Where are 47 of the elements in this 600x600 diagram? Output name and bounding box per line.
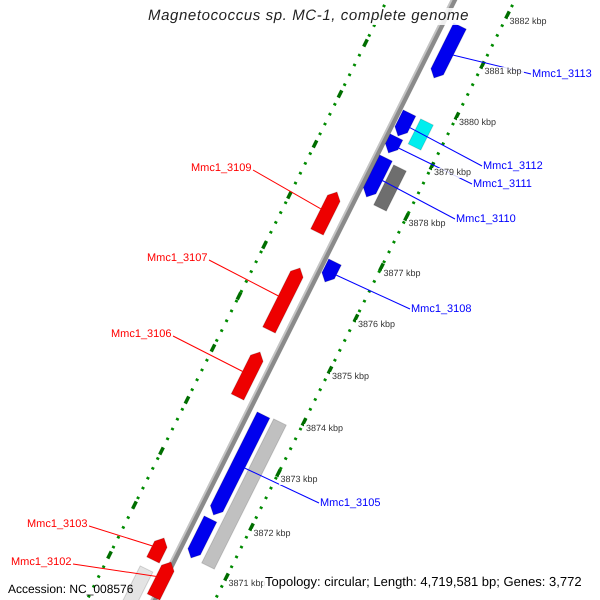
gene-feature bbox=[187, 515, 218, 559]
scale-label: 3877 kbp bbox=[382, 269, 423, 279]
leader-line bbox=[172, 336, 243, 372]
gene-label: Mmc1_3113 bbox=[532, 68, 592, 80]
gene-label: Mmc1_3111 bbox=[473, 178, 532, 190]
leader-line bbox=[336, 274, 410, 310]
gene-label: Mmc1_3112 bbox=[483, 160, 543, 172]
gene-feature bbox=[146, 561, 175, 600]
gene-feature bbox=[262, 267, 304, 334]
leader-line bbox=[88, 526, 153, 546]
leader-line bbox=[72, 564, 156, 577]
gene-feature bbox=[146, 537, 168, 564]
gene-label: Mmc1_3108 bbox=[411, 303, 472, 316]
gene-feature bbox=[210, 411, 270, 516]
gene-feature bbox=[321, 258, 342, 283]
scale-label: 3880 kbp bbox=[457, 118, 498, 128]
scale-label: 3881 kbp bbox=[482, 67, 524, 77]
leader-line bbox=[244, 468, 320, 504]
scale-label: 3874 kbp bbox=[304, 424, 346, 434]
leader-line bbox=[382, 180, 456, 220]
gene-label: Mmc1_3107 bbox=[147, 252, 208, 264]
gene-feature bbox=[310, 191, 341, 236]
leader-line bbox=[208, 260, 279, 296]
gene-feature bbox=[430, 22, 467, 79]
gene-label: Mmc1_3109 bbox=[191, 162, 252, 174]
scale-label: 3873 kbp bbox=[278, 475, 320, 485]
gene-bar bbox=[408, 118, 434, 151]
gene-feature bbox=[362, 154, 393, 198]
scale-label: 3876 kbp bbox=[356, 320, 398, 330]
accession-text: Accession: NC_008576 bbox=[8, 583, 134, 596]
gene-label: Mmc1_3110 bbox=[456, 213, 516, 226]
scale-label: 3871 kbp bbox=[226, 579, 268, 589]
scale-label: 3875 kbp bbox=[330, 372, 372, 382]
gene-feature bbox=[384, 133, 404, 154]
scale-label: 3878 kbp bbox=[406, 219, 448, 229]
gene-bar bbox=[373, 164, 407, 212]
scale-label: 3882 kbp bbox=[508, 17, 549, 27]
gene-label: Mmc1_3103 bbox=[27, 518, 88, 530]
leader-line bbox=[410, 127, 482, 166]
leader-line bbox=[252, 170, 322, 210]
gene-feature bbox=[394, 109, 416, 137]
gene-label: Mmc1_3105 bbox=[320, 497, 381, 510]
gene-feature bbox=[230, 351, 264, 401]
gene-label: Mmc1_3106 bbox=[111, 328, 172, 340]
gene-label: Mmc1_3102 bbox=[11, 556, 72, 568]
scale-label: 3872 kbp bbox=[252, 529, 293, 539]
scale-label: 3879 kbp bbox=[432, 168, 474, 178]
